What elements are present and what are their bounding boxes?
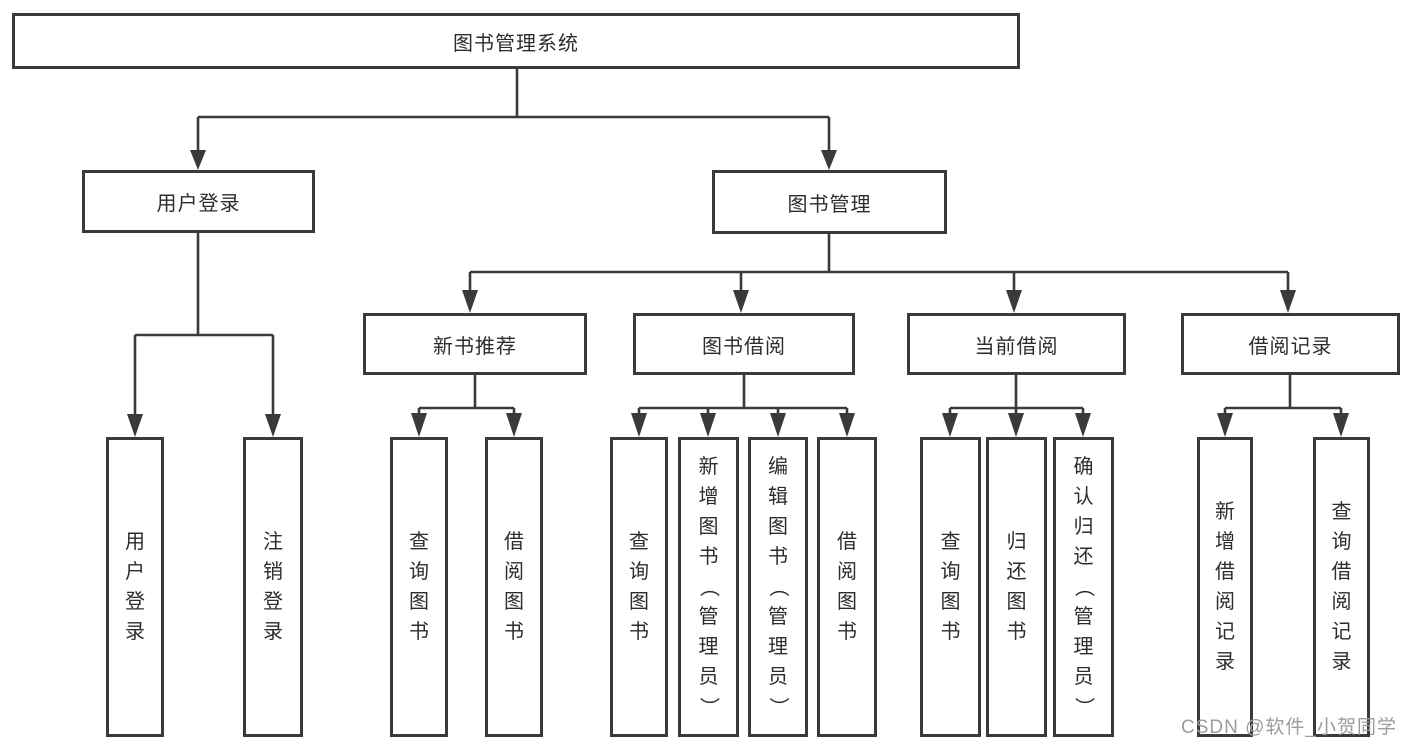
node-borrow-records: 借阅记录: [1181, 313, 1400, 375]
node-user-login: 用户登录: [82, 170, 315, 233]
node-leaf-query-book-borrow: 查询图书: [610, 437, 668, 737]
node-leaf-query-book-recommend: 查询图书: [390, 437, 448, 737]
csdn-watermark: CSDN @软件_小贺同学: [1181, 717, 1397, 738]
node-leaf-add-borrow-record: 新增借阅记录: [1197, 437, 1253, 737]
node-library-system: 图书管理系统: [12, 13, 1020, 69]
node-leaf-logout: 注销登录: [243, 437, 303, 737]
connector-new-book-split: [411, 375, 522, 437]
node-book-borrowing: 图书借阅: [633, 313, 855, 375]
node-leaf-edit-book-admin: 编辑图书（管理员）: [748, 437, 808, 737]
node-leaf-confirm-return-admin: 确认归还（管理员）: [1053, 437, 1114, 737]
node-new-book-recommend: 新书推荐: [363, 313, 587, 375]
node-leaf-return-book: 归还图书: [986, 437, 1047, 737]
connector-book-mgmt-split: [462, 234, 1296, 313]
node-leaf-borrow-book-recommend: 借阅图书: [485, 437, 543, 737]
node-leaf-query-borrow-record: 查询借阅记录: [1313, 437, 1370, 737]
node-leaf-query-book-current: 查询图书: [920, 437, 981, 737]
connector-root-split: [190, 69, 837, 170]
connector-book-borrow-split: [631, 375, 855, 437]
connector-user-login-split: [127, 233, 281, 437]
node-current-borrowing: 当前借阅: [907, 313, 1126, 375]
node-leaf-add-book-admin: 新增图书（管理员）: [678, 437, 739, 737]
connector-records-split: [1217, 375, 1349, 437]
node-leaf-borrow-book: 借阅图书: [817, 437, 877, 737]
node-leaf-user-login: 用户登录: [106, 437, 164, 737]
connector-current-borrow-split: [942, 375, 1091, 437]
node-book-management: 图书管理: [712, 170, 947, 234]
